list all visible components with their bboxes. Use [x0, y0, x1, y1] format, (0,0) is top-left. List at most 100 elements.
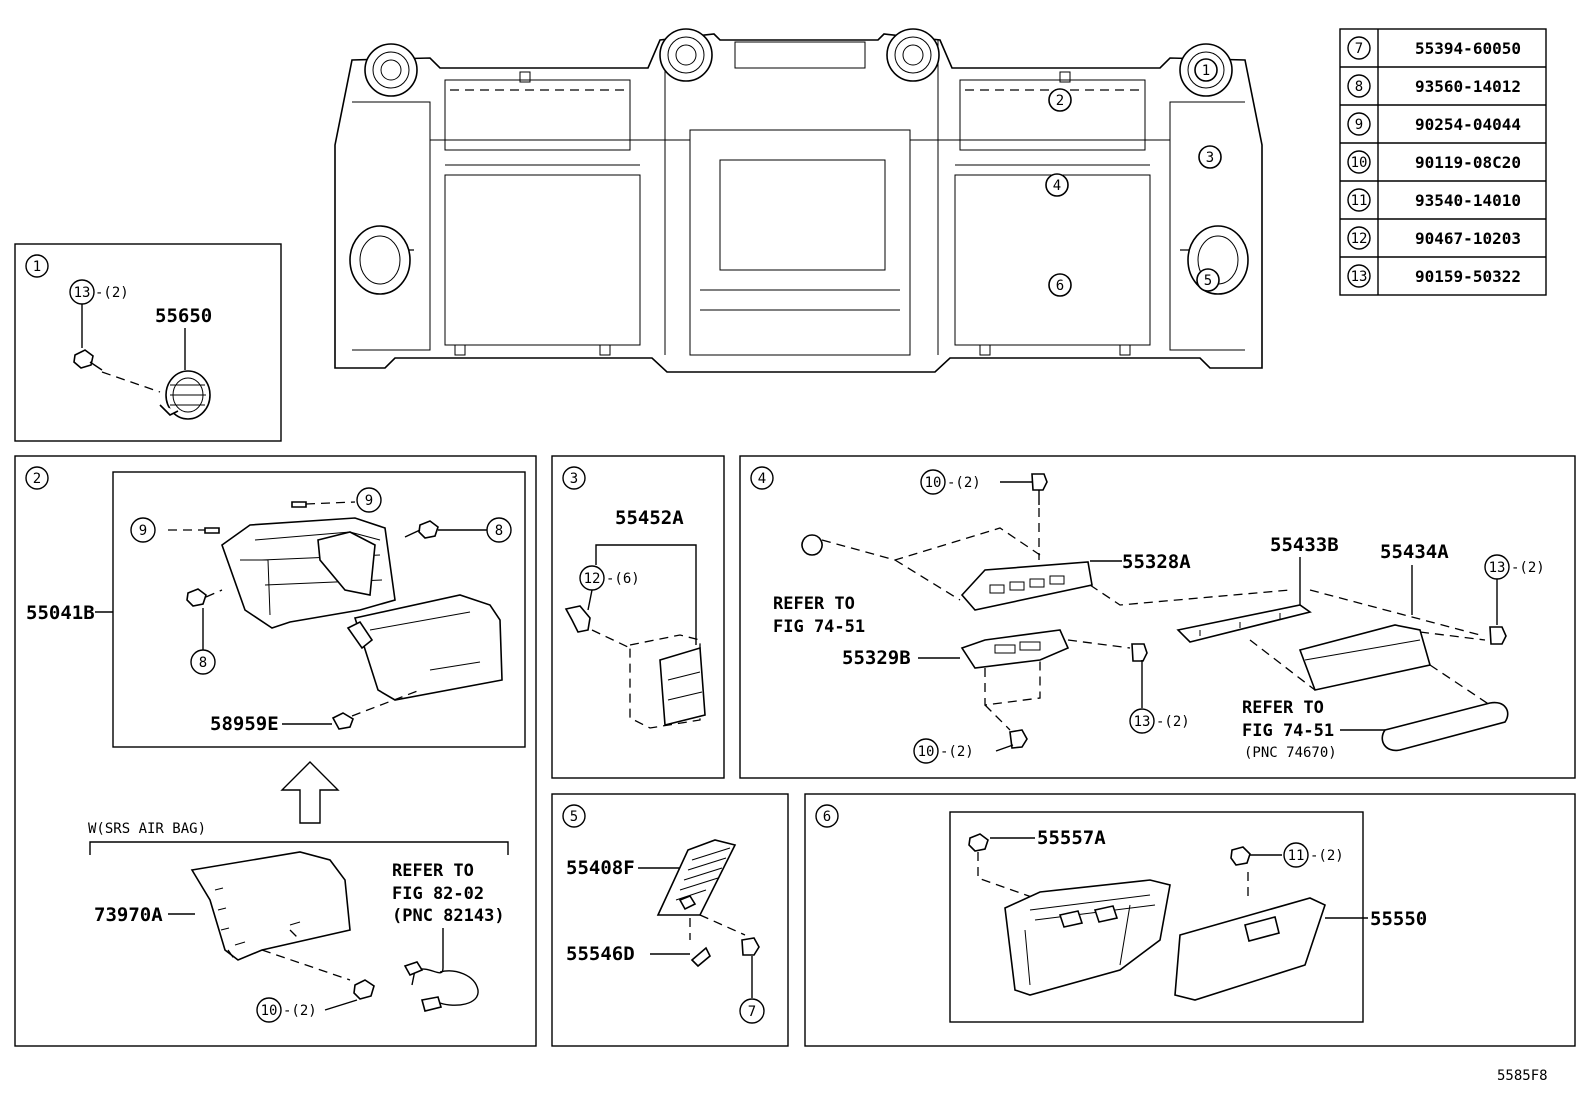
- up-arrow-icon: [280, 761, 340, 824]
- fastener-ref: 13: [74, 285, 91, 301]
- screw-icon: [353, 979, 375, 1000]
- panel-1-frame: [14, 243, 282, 442]
- wire-harness: [403, 928, 479, 1012]
- svg-text:10: 10: [925, 475, 942, 491]
- part-number-55328A: 55328A: [1122, 551, 1191, 573]
- part-number-55452A: 55452A: [615, 507, 684, 529]
- table-ref-8: 8: [1355, 79, 1363, 95]
- bolt-icon: [1131, 643, 1148, 662]
- panel-2-index: 2: [33, 471, 41, 487]
- fastener-callout-10-bottom: 10 -(2): [913, 738, 974, 764]
- panel-5-frame: [551, 793, 789, 1047]
- tray-55434A: [1298, 624, 1432, 691]
- part-number-55546D: 55546D: [566, 943, 635, 965]
- panel-2: 2 55041B 9 9 8 8 58959E: [14, 455, 537, 1047]
- refer-to-label: REFER TO: [392, 861, 474, 881]
- svg-text:-(2): -(2): [1511, 560, 1545, 576]
- svg-text:3: 3: [1206, 150, 1214, 166]
- part-number-58959E: 58959E: [210, 713, 279, 735]
- table-ref-12: 12: [1351, 231, 1368, 247]
- panel-3-index: 3: [570, 471, 578, 487]
- svg-text:13: 13: [1489, 560, 1506, 576]
- overview-callout-1: 1: [1194, 58, 1218, 82]
- panel-5-index: 5: [570, 809, 578, 825]
- fastener-callout-13-mid: 13 -(2): [1129, 708, 1190, 734]
- part-number-55329B: 55329B: [842, 647, 911, 669]
- refer-fig-label: FIG 74-51: [1242, 721, 1334, 741]
- panel-6-index: 6: [823, 809, 831, 825]
- table-part-no: 55394-60050: [1415, 39, 1521, 58]
- part-number-73970A: 73970A: [94, 904, 163, 926]
- svg-text:5: 5: [1204, 273, 1212, 289]
- part-number-55434A: 55434A: [1380, 541, 1449, 563]
- parts-table-row-6: 12 90467-10203: [1347, 226, 1521, 250]
- table-part-no: 90467-10203: [1415, 229, 1521, 248]
- callout-9-right: 9: [356, 487, 382, 513]
- part-number-55041B: 55041B: [26, 602, 95, 624]
- part-number-55408F: 55408F: [566, 857, 635, 879]
- fastener-callout-12: 12 -(6): [579, 565, 640, 591]
- overview-callout-5: 5: [1196, 268, 1220, 292]
- table-ref-9: 9: [1355, 117, 1363, 133]
- table-part-no: 90254-04044: [1415, 115, 1521, 134]
- callout-7: 7: [739, 998, 765, 1024]
- refer-fig-label: FIG 74-51: [773, 617, 865, 637]
- panel-6: 6 55557A 11 -(2) 55550: [804, 793, 1576, 1047]
- panel-4: 4 10 -(2) REFER TO FIG 74-51 55328A 5532…: [739, 455, 1576, 779]
- grommet-icon: [801, 534, 823, 556]
- svg-text:-(2): -(2): [940, 744, 974, 760]
- svg-text:-(2): -(2): [1156, 714, 1190, 730]
- fastener-callout-13-right: 13 -(2): [1484, 554, 1545, 580]
- overview-callout-3: 3: [1198, 145, 1222, 169]
- svg-text:-(2): -(2): [947, 475, 981, 491]
- refer-pnc-label: (PNC 82143): [392, 906, 505, 926]
- panel-6-inset-frame: [949, 811, 1364, 1023]
- screw-icon: [741, 937, 760, 956]
- svg-text:2: 2: [1056, 93, 1064, 109]
- callout-8-left: 8: [190, 649, 216, 675]
- panel-2-frame: [14, 455, 537, 1047]
- overview-callout-6: 6: [1048, 273, 1072, 297]
- svg-text:8: 8: [199, 655, 207, 671]
- parts-table-row-7: 13 90159-50322: [1347, 264, 1521, 288]
- panel-4-index: 4: [758, 471, 766, 487]
- panel-1-index: 1: [33, 259, 41, 275]
- handle-icon: [1381, 701, 1509, 752]
- table-part-no: 90119-08C20: [1415, 153, 1521, 172]
- glovebox-frame-assembly: [221, 517, 396, 629]
- refer-pnc-label: (PNC 74670): [1244, 745, 1337, 761]
- svg-text:10: 10: [918, 744, 935, 760]
- figure-code: 5585F8: [1497, 1068, 1548, 1084]
- fastener-callout-10-top: 10 -(2): [920, 469, 981, 495]
- vent-assembly-55650: [159, 370, 211, 420]
- part-number-55433B: 55433B: [1270, 534, 1339, 556]
- svg-text:10: 10: [261, 1003, 278, 1019]
- table-part-no: 93540-14010: [1415, 191, 1521, 210]
- parts-table-row-2: 8 93560-14012: [1347, 74, 1521, 98]
- parts-table-row-1: 7 55394-60050: [1347, 36, 1521, 60]
- panel-3: 3 55452A 12 -(6): [551, 455, 725, 779]
- svg-text:9: 9: [139, 523, 147, 539]
- clip-icon: [564, 605, 591, 633]
- svg-text:13: 13: [1134, 714, 1151, 730]
- table-ref-13: 13: [1351, 269, 1368, 285]
- overview-callout-4: 4: [1045, 173, 1069, 197]
- svg-text:9: 9: [365, 493, 373, 509]
- svg-text:-(6): -(6): [606, 571, 640, 587]
- screw-icon: [73, 349, 103, 371]
- fastener-callout-10: 10 -(2): [256, 997, 317, 1023]
- glovebox-door: [346, 594, 503, 701]
- svg-text:-(2): -(2): [1310, 848, 1344, 864]
- part-number-55557A: 55557A: [1037, 827, 1106, 849]
- refer-to-label: REFER TO: [773, 594, 855, 614]
- table-part-no: 93560-14012: [1415, 77, 1521, 96]
- clip-icon: [968, 833, 989, 852]
- bracket-55452A: [629, 634, 706, 729]
- refer-to-label: REFER TO: [1242, 698, 1324, 718]
- panel-5: 5 55408F 55546D 7: [551, 793, 789, 1047]
- svg-text:6: 6: [1056, 278, 1064, 294]
- svg-text:-(2): -(2): [283, 1003, 317, 1019]
- fastener-qty: -(2): [95, 285, 129, 301]
- svg-text:8: 8: [495, 523, 503, 539]
